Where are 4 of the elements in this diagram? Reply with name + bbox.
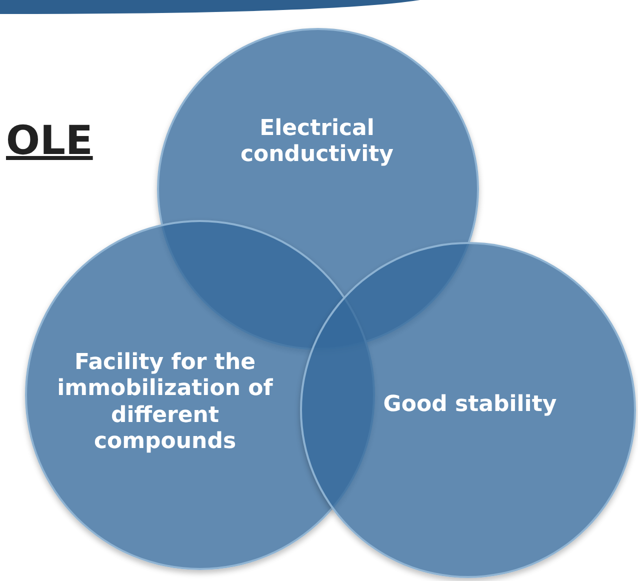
slide-title: OLE — [6, 118, 93, 164]
circle-label: Facility for the immobilization of different compounds — [56, 350, 274, 456]
circle-label: Good stability — [382, 392, 558, 418]
circle-label: Electrical conductivity — [239, 116, 395, 169]
